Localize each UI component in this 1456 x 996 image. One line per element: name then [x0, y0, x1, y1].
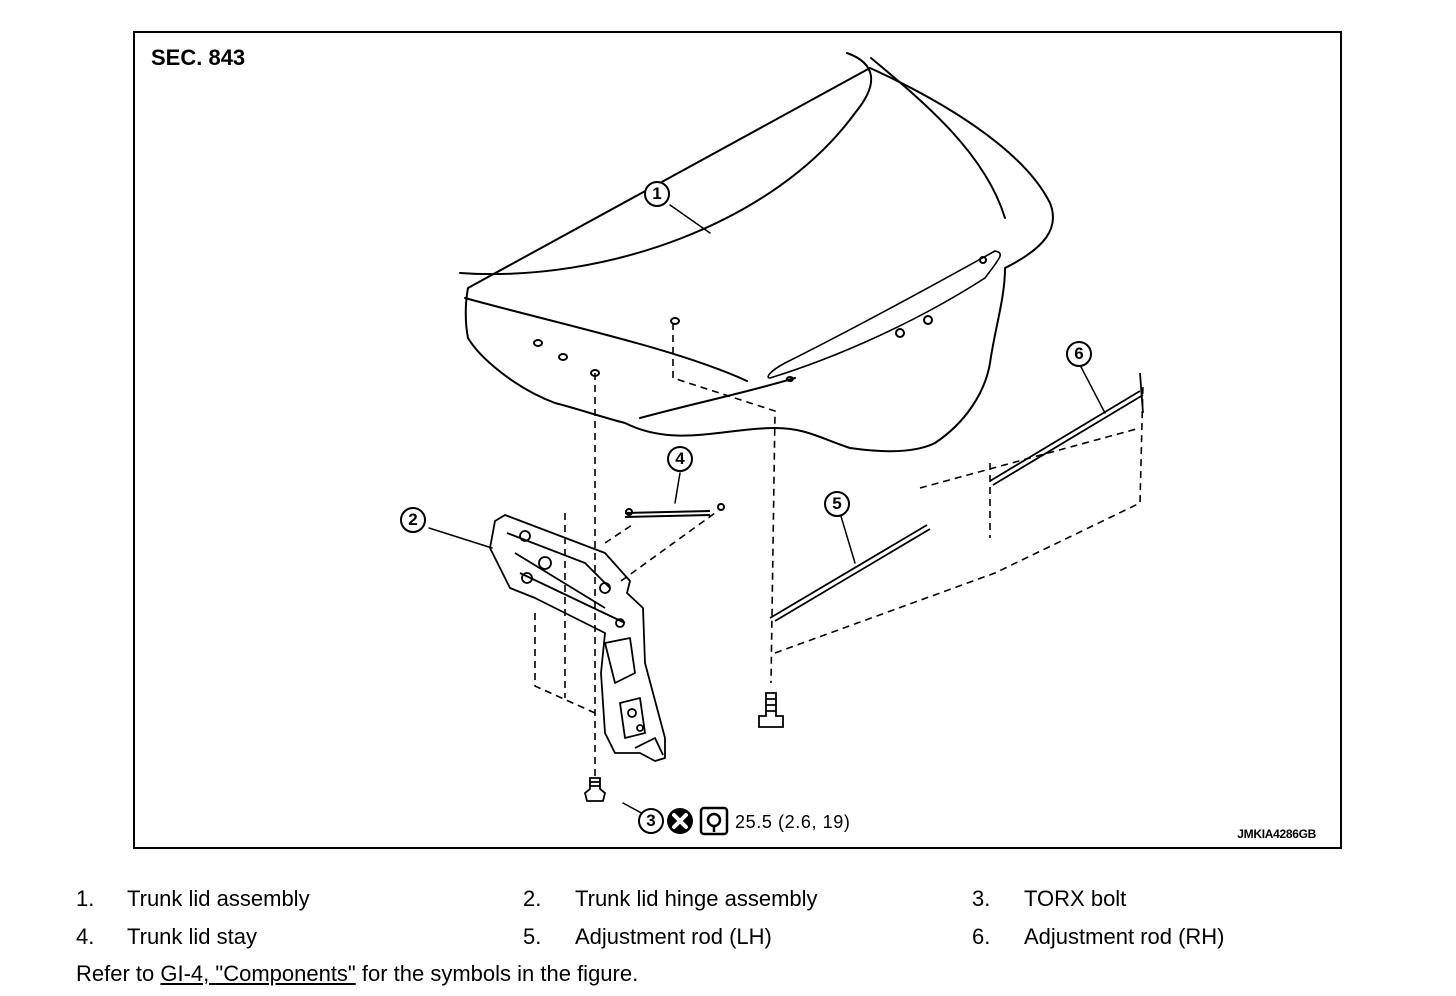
refer-prefix: Refer to	[76, 961, 161, 986]
refer-note: Refer to GI-4, "Components" for the symb…	[76, 961, 638, 987]
callout-3: 3	[638, 808, 664, 834]
legend-label-6: Adjustment rod (RH)	[1024, 924, 1225, 949]
callout-5: 5	[824, 491, 850, 517]
adjustment-rod-lh	[769, 524, 931, 622]
trunk-lid-outline	[459, 52, 1054, 453]
bolt-upper	[758, 692, 784, 728]
torque-symbols	[667, 806, 729, 836]
adjustment-rod-rh	[989, 390, 1144, 486]
callout-2: 2	[400, 507, 426, 533]
components-link[interactable]: GI-4, "Components"	[160, 961, 356, 986]
legend-label-5: Adjustment rod (LH)	[575, 924, 772, 949]
exploded-view-drawing	[428, 52, 1144, 817]
legend-label-3: TORX bolt	[1024, 886, 1127, 911]
torque-wrench-icon	[699, 806, 729, 836]
refer-suffix: for the symbols in the figure.	[355, 961, 639, 986]
spoiler-strip	[767, 250, 1001, 379]
legend-num-5: 5.	[523, 924, 542, 949]
callout-4: 4	[667, 446, 693, 472]
legend-label-4: Trunk lid stay	[127, 924, 258, 949]
figure-id: JMKIA4286GB	[1237, 827, 1316, 841]
legend-num-6: 6.	[972, 924, 991, 949]
legend-num-2: 2.	[523, 886, 542, 911]
section-label: SEC. 843	[151, 45, 246, 70]
callout-6: 6	[1066, 341, 1092, 367]
parts-diagram: SEC. 843 1 2 3 4 5 6 25.5 (2.6, 19) JMKI…	[133, 31, 1342, 849]
torque-value: 25.5 (2.6, 19)	[735, 812, 851, 832]
trunk-lid-hinge-drawing	[489, 514, 666, 762]
legend-num-4: 4.	[76, 924, 95, 949]
do-not-reuse-icon	[667, 808, 693, 834]
legend-num-3: 3.	[972, 886, 991, 911]
trunk-lid-stay	[624, 510, 711, 518]
legend-num-1: 1.	[76, 886, 95, 911]
legend-label-1: Trunk lid assembly	[127, 886, 310, 911]
callout-1: 1	[644, 181, 670, 207]
legend-label-2: Trunk lid hinge assembly	[575, 886, 818, 911]
